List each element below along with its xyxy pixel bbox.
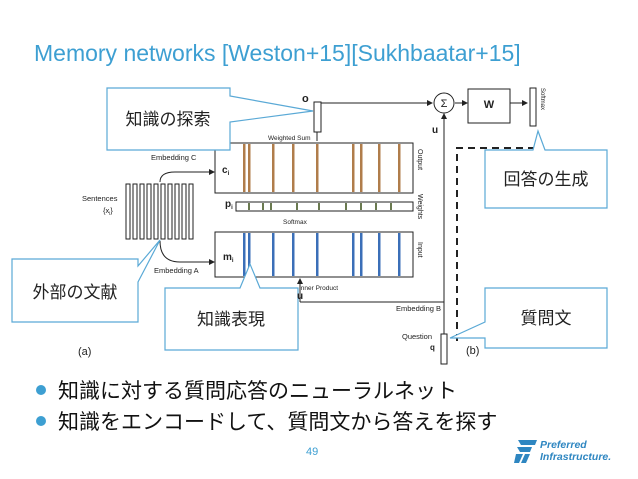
memory-stripe [352, 233, 355, 276]
input-stripes [243, 233, 401, 276]
logo-line1: Preferred [540, 439, 587, 451]
callout-answer-generation-text: 回答の生成 [504, 170, 589, 190]
memory-stripe [248, 144, 251, 192]
output-label: Output [416, 149, 423, 170]
bullet-list: 知識に対する質問応答のニューラルネット 知識をエンコードして、質問文から答えを探… [36, 374, 497, 436]
memory-stripe [378, 233, 381, 276]
memory-stripe [262, 203, 264, 210]
multi-hop-dashed-line [456, 147, 538, 341]
w-matrix-box [467, 88, 511, 124]
memory-stripe [360, 144, 363, 192]
callout-knowledge-representation: 知識表現 [164, 262, 299, 351]
callout-answer-generation: 回答の生成 [484, 129, 608, 209]
memory-stripe [272, 233, 275, 276]
embedding-b-label: Embedding B [396, 304, 441, 313]
preferred-infrastructure-logo: Preferred Infrastructure. [514, 438, 624, 466]
memory-stripe [270, 203, 272, 210]
u-label-bottom: u [297, 291, 303, 302]
memory-stripe [390, 203, 392, 210]
memory-stripe [360, 233, 363, 276]
weights-label: Weights [416, 194, 423, 220]
bullet-text: 知識に対する質問応答のニューラルネット [58, 378, 457, 403]
question-label: Question [402, 332, 432, 341]
bullet-dot-icon [36, 415, 46, 426]
memory-stripe [272, 144, 275, 192]
w-label: W [484, 99, 495, 111]
memory-stripe [345, 203, 347, 210]
input-label: Input [416, 242, 423, 258]
output-stripes [243, 144, 401, 192]
bullet-dot-icon [36, 384, 46, 395]
answer-vector [529, 87, 537, 127]
callout-external-documents: 外部の文献 [11, 239, 161, 323]
slide-title: Memory networks [Weston+15][Sukhbaatar+1… [34, 40, 521, 66]
logo-line2: Infrastructure. [540, 451, 612, 463]
pfi-logo-icon [514, 440, 537, 463]
memory-stripe [360, 203, 362, 210]
bullet-text: 知識をエンコードして、質問文から答えを探す [58, 409, 498, 434]
mi-label: mi [223, 252, 234, 264]
callout-question-sentence: 質問文 [449, 287, 608, 349]
memory-stripe [398, 144, 401, 192]
question-vector [440, 333, 448, 365]
bullet-item: 知識をエンコードして、質問文から答えを探す [36, 405, 497, 436]
sigma-label: Σ [441, 98, 448, 110]
o-vector [313, 101, 322, 133]
sentences-sub-label: {xi} [103, 206, 113, 217]
memory-stripe [243, 233, 246, 276]
logo-text: Preferred Infrastructure. [540, 439, 611, 463]
memory-stripe [375, 203, 377, 210]
memory-stripe [292, 233, 295, 276]
memory-stripe [352, 144, 355, 192]
panel-a-label: (a) [78, 346, 91, 358]
bullet-item: 知識に対する質問応答のニューラルネット [36, 374, 497, 405]
inner-product-label: Inner Product [299, 285, 338, 292]
memory-stripe [296, 203, 298, 210]
embedding-a-label: Embedding A [154, 266, 199, 275]
pi-label: pi [225, 199, 233, 211]
embedding-c-arrow [159, 171, 213, 183]
softmax-vertical-label: Softmax [539, 88, 545, 110]
memory-stripe [398, 233, 401, 276]
softmax-label: Softmax [283, 219, 308, 226]
page-number: 49 [306, 446, 319, 458]
memory-stripe [318, 203, 320, 210]
q-label: q [430, 343, 435, 352]
ci-label: ci [222, 165, 230, 177]
callout-knowledge-representation-text: 知識表現 [197, 310, 265, 330]
sentences-label: Sentences [82, 194, 118, 203]
sentences-stack [125, 183, 194, 240]
weighted-sum-label: Weighted Sum [268, 135, 311, 142]
o-label: o [302, 93, 309, 105]
memory-stripe [243, 144, 246, 192]
u-label: u [432, 125, 438, 136]
weights-stripes [248, 203, 392, 210]
callout-external-documents-text: 外部の文献 [33, 283, 118, 303]
memory-stripe [292, 144, 295, 192]
callout-knowledge-search-text: 知識の探索 [126, 110, 211, 130]
memory-stripe [248, 203, 250, 210]
memory-stripe [378, 144, 381, 192]
memory-stripe [248, 233, 251, 276]
callout-question-sentence-text: 質問文 [521, 309, 572, 329]
embedding-c-label: Embedding C [151, 153, 197, 162]
memory-stripe [316, 233, 319, 276]
weights-block [235, 201, 414, 212]
memory-stripe [316, 144, 319, 192]
callout-knowledge-search: 知識の探索 [106, 87, 314, 151]
embedding-a-arrow [159, 240, 213, 263]
panel-b-label: (b) [466, 345, 479, 357]
